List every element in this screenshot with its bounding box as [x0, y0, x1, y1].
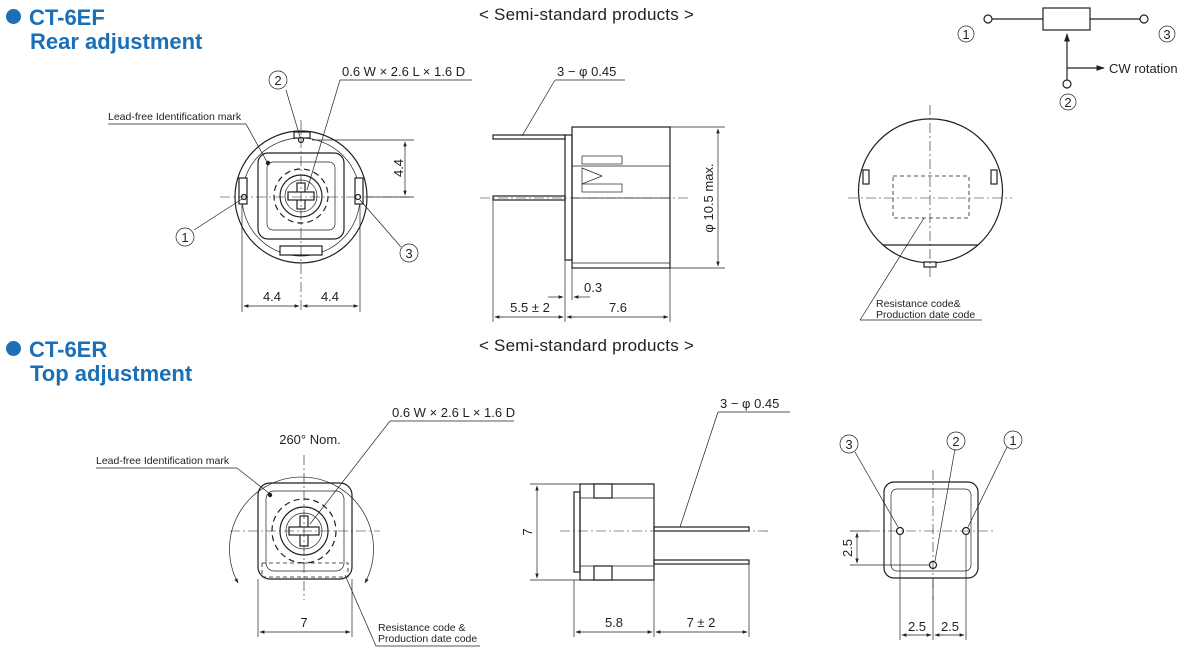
- pin-2-label: 2: [1059, 93, 1077, 111]
- lead-free-label: Lead-free Identification mark: [96, 455, 230, 467]
- svg-text:2: 2: [1064, 95, 1071, 110]
- dim-7-front: 7: [300, 615, 307, 630]
- svg-text:3: 3: [1163, 27, 1170, 42]
- ct6ef-side-view: φ 10.5 max. 0.3 5.5 ± 2 7.6 3 − φ 0.45: [480, 64, 725, 322]
- pin-dia-label: 3 − φ 0.45: [720, 396, 779, 411]
- height-dim-label: φ 10.5 max.: [701, 163, 716, 232]
- dim-7-side: 7: [520, 528, 535, 535]
- dim-2-5-right: 2.5: [941, 619, 959, 634]
- pin-3-label: 3: [1158, 25, 1176, 43]
- pin-3-label: 3: [405, 246, 412, 261]
- ct6er-front-view: 260° Nom. 7 Lead-free Identification mar…: [96, 405, 515, 647]
- section-heading-ct6ef: CT-6EF Rear adjustment: [6, 6, 202, 54]
- semi-standard-label: < Semi-standard products >: [479, 336, 694, 355]
- dim-5-5: 5.5 ± 2: [510, 300, 550, 315]
- pin-1-label: 1: [1009, 433, 1016, 448]
- svg-text:1: 1: [962, 27, 969, 42]
- dim-7-2: 7 ± 2: [687, 615, 716, 630]
- schematic-symbol: CW rotation 1 3 2: [957, 7, 1178, 111]
- dim-7-6: 7.6: [609, 300, 627, 315]
- dim-5-8: 5.8: [605, 615, 623, 630]
- ct6er-side-view: 7 5.8 7 ± 2 3 − φ 0.45: [520, 396, 790, 637]
- dim-2-5-vertical: 2.5: [840, 539, 855, 557]
- ct6er-bottom-view: 2.5 2.5 2.5 3 2 1: [839, 430, 1023, 640]
- section-subtitle: Top adjustment: [30, 361, 193, 386]
- pin-1-label: 1: [957, 25, 975, 43]
- semi-standard-label: < Semi-standard products >: [479, 5, 694, 24]
- rotation-label: 260° Nom.: [279, 432, 341, 447]
- cw-rotation-label: CW rotation: [1109, 61, 1178, 76]
- model-name: CT-6ER: [29, 337, 108, 362]
- dim-0-3: 0.3: [584, 280, 602, 295]
- ct6ef-rear-view: Resistance code& Production date code: [848, 105, 1012, 321]
- bullet-icon: [6, 341, 21, 356]
- resistance-code-label: Resistance code&: [876, 298, 961, 310]
- model-name: CT-6EF: [29, 5, 105, 30]
- pin-spec-label: 0.6 W × 2.6 L × 1.6 D: [392, 405, 515, 420]
- production-code-label: Production date code: [378, 633, 477, 645]
- dim-2-5-left: 2.5: [908, 619, 926, 634]
- pin-2-label: 2: [952, 434, 959, 449]
- dim-4-4-right: 4.4: [321, 289, 339, 304]
- section-heading-ct6er: CT-6ER Top adjustment: [6, 338, 192, 386]
- dim-4-4-vertical: 4.4: [391, 159, 406, 177]
- lead-free-label: Lead-free Identification mark: [108, 111, 242, 123]
- pin-1-label: 1: [181, 230, 188, 245]
- pin-dia-label: 3 − φ 0.45: [557, 64, 616, 79]
- pin-3-label: 3: [845, 437, 852, 452]
- section-subtitle: Rear adjustment: [30, 29, 203, 54]
- ct6ef-front-view: 4.4 4.4 4.4 Lead-free Identification mar…: [108, 64, 472, 312]
- pin-spec-label: 0.6 W × 2.6 L × 1.6 D: [342, 64, 465, 79]
- resistance-code-label: Resistance code &: [378, 622, 466, 634]
- pin-2-label: 2: [274, 73, 281, 88]
- production-code-label: Production date code: [876, 309, 975, 321]
- dim-4-4-left: 4.4: [263, 289, 281, 304]
- bullet-icon: [6, 9, 21, 24]
